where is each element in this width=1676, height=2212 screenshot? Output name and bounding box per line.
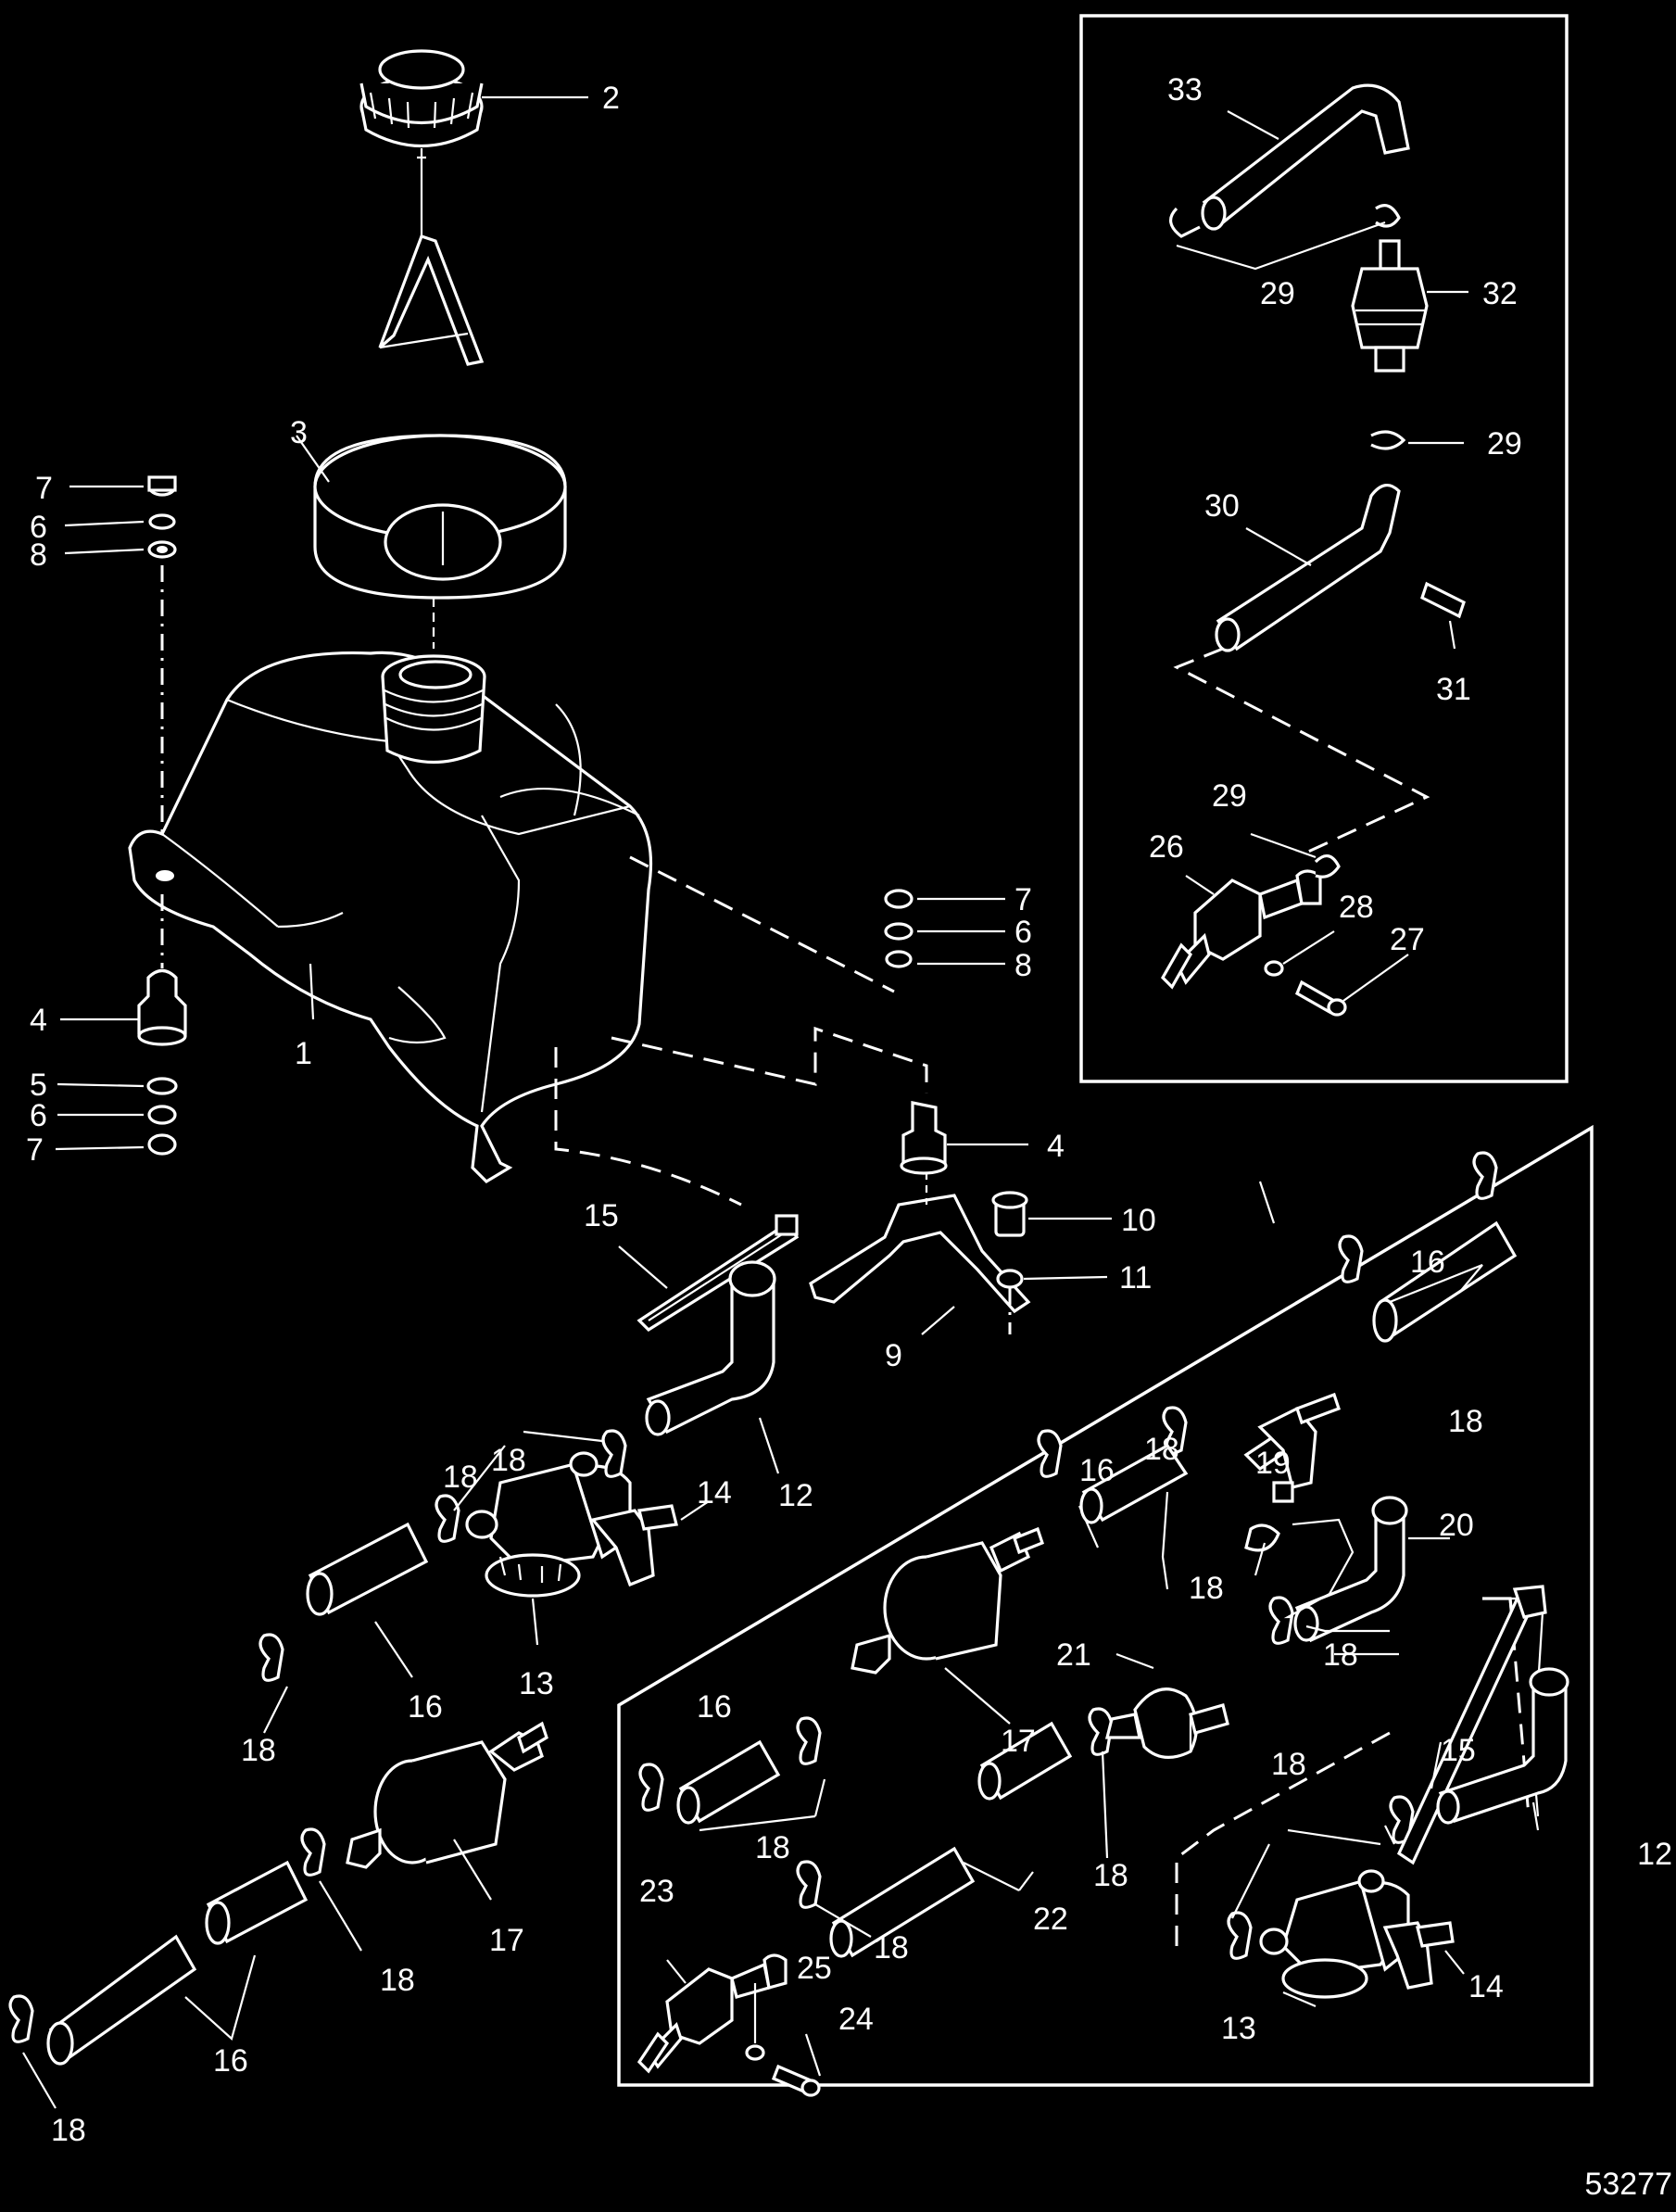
callout-label: 17 bbox=[1001, 1724, 1036, 1759]
fuel-cap bbox=[359, 49, 485, 366]
callout-label: 18 bbox=[1271, 1747, 1306, 1782]
callout-label: 8 bbox=[30, 537, 47, 573]
callout-label: 27 bbox=[1390, 922, 1425, 957]
callout-label: 18 bbox=[380, 1963, 415, 1998]
callout-label: 32 bbox=[1482, 276, 1518, 311]
inset-b-parts bbox=[636, 1220, 1569, 2097]
callout-label: 6 bbox=[30, 1098, 47, 1133]
callout-label: 29 bbox=[1487, 426, 1522, 461]
fuel-hose-left bbox=[306, 1522, 429, 1616]
callout-labels: 1 2 3 4 4 5 6 6 6 7 7 7 8 8 9 10 11 12 1… bbox=[26, 72, 1672, 2202]
callout-label: 18 bbox=[241, 1733, 276, 1768]
callout-label: 22 bbox=[1033, 1902, 1068, 1937]
callout-label: 4 bbox=[30, 1003, 47, 1038]
callout-label: 28 bbox=[1339, 890, 1374, 925]
callout-label: 1 bbox=[295, 1036, 312, 1071]
figure-number: 53277 bbox=[1584, 2167, 1672, 2202]
callout-label: 31 bbox=[1436, 672, 1471, 707]
hardware-stack-left bbox=[137, 475, 187, 1156]
callout-label: 18 bbox=[874, 1930, 909, 1966]
callout-label: 16 bbox=[408, 1689, 443, 1725]
tie-strap-left bbox=[636, 1214, 800, 1333]
callout-label: 15 bbox=[584, 1198, 619, 1233]
foam-gasket bbox=[313, 434, 567, 600]
callout-label: 18 bbox=[1448, 1404, 1483, 1439]
callout-label: 18 bbox=[443, 1460, 478, 1495]
callout-label: 20 bbox=[1439, 1508, 1474, 1543]
fuel-tank bbox=[128, 598, 653, 1184]
callout-label: 24 bbox=[838, 2002, 874, 2037]
callout-label: 2 bbox=[602, 81, 620, 116]
callout-label: 14 bbox=[1468, 1969, 1504, 2004]
callout-label: 7 bbox=[26, 1132, 44, 1168]
callout-label: 15 bbox=[1441, 1733, 1476, 1768]
fuel-elbow-left bbox=[645, 1260, 776, 1436]
callout-label: 8 bbox=[1014, 948, 1032, 983]
callout-label: 14 bbox=[697, 1475, 732, 1510]
callout-label: 3 bbox=[290, 415, 308, 450]
callout-label: 29 bbox=[1212, 778, 1247, 814]
hardware-stack-right bbox=[554, 855, 1031, 1334]
callout-label: 12 bbox=[1637, 1837, 1672, 1872]
callout-label: 16 bbox=[697, 1689, 732, 1725]
inset-a-parts bbox=[1161, 83, 1466, 1017]
callout-label: 7 bbox=[35, 471, 53, 506]
hose-clips bbox=[8, 1151, 1498, 2043]
callout-label: 19 bbox=[1255, 1446, 1291, 1481]
callout-label: 29 bbox=[1260, 276, 1295, 311]
callout-label: 18 bbox=[1323, 1637, 1358, 1673]
callout-label: 30 bbox=[1204, 488, 1240, 524]
callout-label: 6 bbox=[30, 510, 47, 545]
callout-label: 25 bbox=[797, 1951, 832, 1986]
callout-label: 33 bbox=[1167, 72, 1203, 107]
callout-label: 13 bbox=[1221, 2011, 1256, 2046]
callout-label: 16 bbox=[1079, 1453, 1115, 1488]
callout-label: 18 bbox=[51, 2113, 86, 2148]
callout-label: 9 bbox=[885, 1338, 902, 1373]
callout-label: 16 bbox=[213, 2043, 248, 2079]
callout-label: 18 bbox=[491, 1443, 526, 1478]
callout-label: 11 bbox=[1119, 1260, 1152, 1296]
callout-label: 23 bbox=[639, 1874, 674, 1909]
callout-label: 26 bbox=[1149, 829, 1184, 865]
fuel-hoses-lower bbox=[46, 1860, 309, 2066]
callout-label: 21 bbox=[1056, 1637, 1091, 1673]
fuel-filter-left bbox=[346, 1721, 548, 1869]
callout-label: 6 bbox=[1014, 915, 1032, 950]
callout-label: 18 bbox=[755, 1830, 790, 1865]
callout-label: 18 bbox=[1144, 1432, 1179, 1467]
inset-frame-fuel-line-option bbox=[617, 1124, 1594, 2087]
callout-label: 10 bbox=[1121, 1203, 1156, 1238]
callout-label: 18 bbox=[1093, 1858, 1128, 1893]
leader-lines bbox=[22, 95, 1540, 2109]
callout-label: 18 bbox=[1189, 1571, 1224, 1606]
callout-label: 16 bbox=[1410, 1245, 1445, 1280]
callout-label: 7 bbox=[1014, 882, 1032, 917]
callout-label: 13 bbox=[519, 1666, 554, 1701]
inset-frame-fuel-filter bbox=[1079, 14, 1569, 1083]
callout-label: 4 bbox=[1047, 1129, 1065, 1164]
callout-label: 5 bbox=[30, 1068, 47, 1103]
callout-label: 17 bbox=[489, 1923, 524, 1958]
callout-label: 12 bbox=[778, 1478, 813, 1513]
